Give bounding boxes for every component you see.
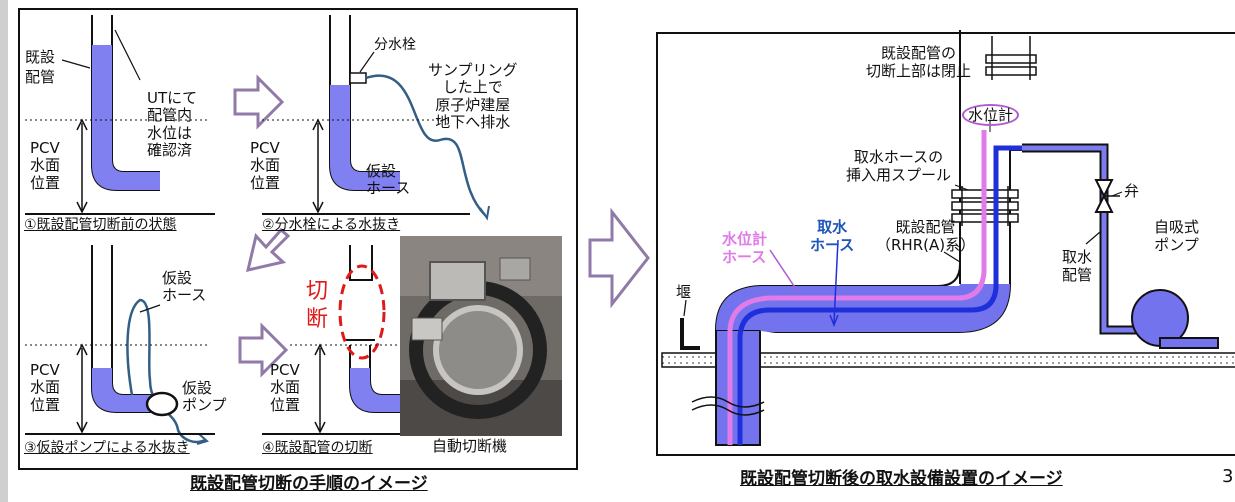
step1-caption: ①既設配管切断前の状態 bbox=[24, 217, 177, 233]
label-cut: 切断 bbox=[306, 279, 329, 332]
right-figure-caption: 既設配管切断後の取水設備設置のイメージ bbox=[740, 469, 1063, 489]
label-temp-hose-3: 仮設ホース bbox=[162, 269, 207, 305]
floor-slab bbox=[661, 352, 1235, 368]
label-ut-confirmed: UTにて配管内水位は確認済 bbox=[147, 89, 198, 159]
step3-pipe bbox=[91, 245, 210, 445]
label-auto-cutter: 自動切断機 bbox=[432, 437, 508, 455]
label-temp-hose-2: 仮設ホース bbox=[366, 162, 411, 198]
label-intake-piping: 取水配管 bbox=[1062, 248, 1093, 284]
step4-caption: ④既設配管の切断 bbox=[262, 440, 373, 456]
right-panel-frame bbox=[656, 32, 1235, 456]
step4-pipe bbox=[338, 245, 400, 413]
label-insertion-spool: 取水ホースの挿入用スプール bbox=[846, 148, 952, 184]
label-top-closed: 既設配管の切断上部は閉止 bbox=[866, 44, 972, 80]
left-figure-caption: 既設配管切断の手順のイメージ bbox=[190, 474, 428, 494]
label-branch-valve: 分水栓 bbox=[374, 37, 416, 53]
label-temp-pump: 仮設ポンプ bbox=[182, 379, 227, 415]
page-number: 3 bbox=[1222, 466, 1234, 487]
left-edge-bar bbox=[0, 0, 8, 502]
label-weir: 堰 bbox=[676, 283, 692, 301]
label-level-hose: 水位計ホース bbox=[722, 230, 768, 266]
label-sampling: サンプリングした上で原子炉建屋地下へ排水 bbox=[428, 61, 518, 131]
left-panel-frame bbox=[18, 8, 578, 470]
label-valve: 弁 bbox=[1124, 182, 1140, 200]
step2-pipe bbox=[329, 15, 490, 221]
label-existing-pipe-rhr: 既設配管（RHR(A)系） bbox=[876, 218, 976, 254]
label-existing-pipe: 既設 bbox=[25, 48, 56, 66]
label-existing-pipe-2: 配管 bbox=[25, 68, 56, 86]
step3-caption: ③仮設ポンプによる水抜き bbox=[24, 440, 190, 456]
step1-pipe bbox=[91, 15, 160, 191]
label-self-priming-pump: 自吸式ポンプ bbox=[1154, 218, 1200, 254]
label-intake-hose: 取水ホース bbox=[810, 218, 855, 254]
step2-caption: ②分水栓による水抜き bbox=[262, 217, 401, 233]
label-level-gauge: 水位計 bbox=[962, 104, 1020, 126]
cutting-machine-photo bbox=[400, 236, 562, 436]
